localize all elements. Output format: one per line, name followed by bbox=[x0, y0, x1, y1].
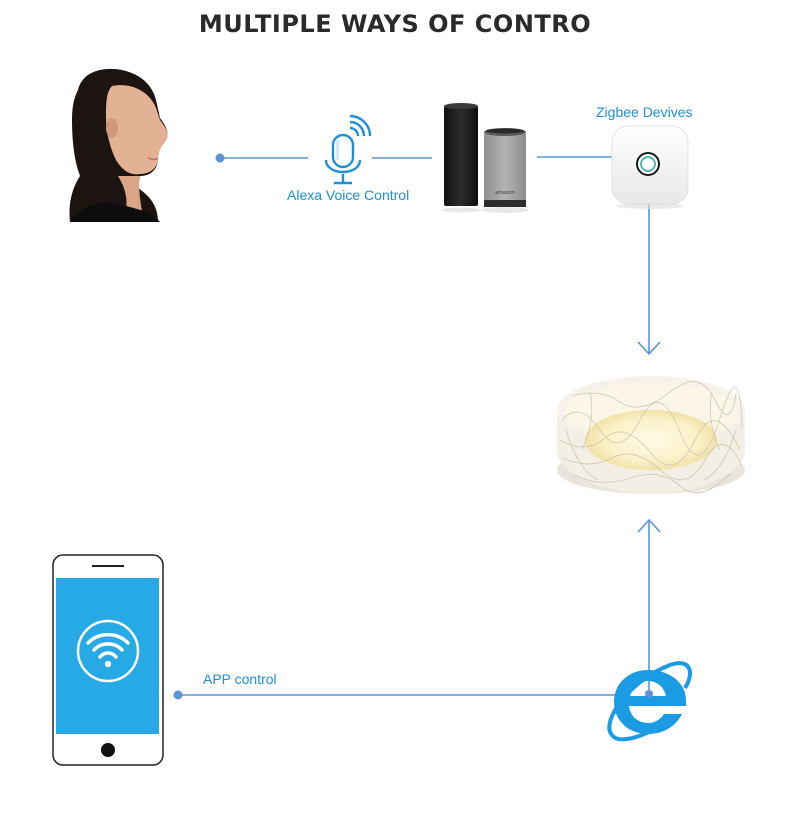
alexa-voice-label: Alexa Voice Control bbox=[287, 187, 410, 203]
wifi-icon bbox=[76, 619, 140, 683]
arrow-down-to-lamp bbox=[637, 341, 661, 356]
zigbee-devices-label: Zigbee Devives bbox=[596, 104, 693, 120]
microphone-icon bbox=[324, 114, 372, 185]
arrow-up-to-lamp bbox=[637, 518, 661, 533]
speaker-brand: amazon bbox=[495, 190, 515, 196]
ceiling-lamp-image bbox=[557, 376, 745, 494]
internet-explorer-icon bbox=[607, 661, 692, 742]
echo-speakers-image bbox=[441, 103, 529, 213]
page-title: MULTIPLE WAYS OF CONTRO bbox=[198, 10, 592, 38]
dot-person bbox=[215, 153, 225, 163]
smartphone-image bbox=[52, 554, 164, 766]
person-image bbox=[69, 68, 168, 222]
app-control-label: APP control bbox=[203, 671, 277, 687]
dot-phone bbox=[173, 690, 183, 700]
zigbee-hub-image bbox=[611, 125, 689, 209]
